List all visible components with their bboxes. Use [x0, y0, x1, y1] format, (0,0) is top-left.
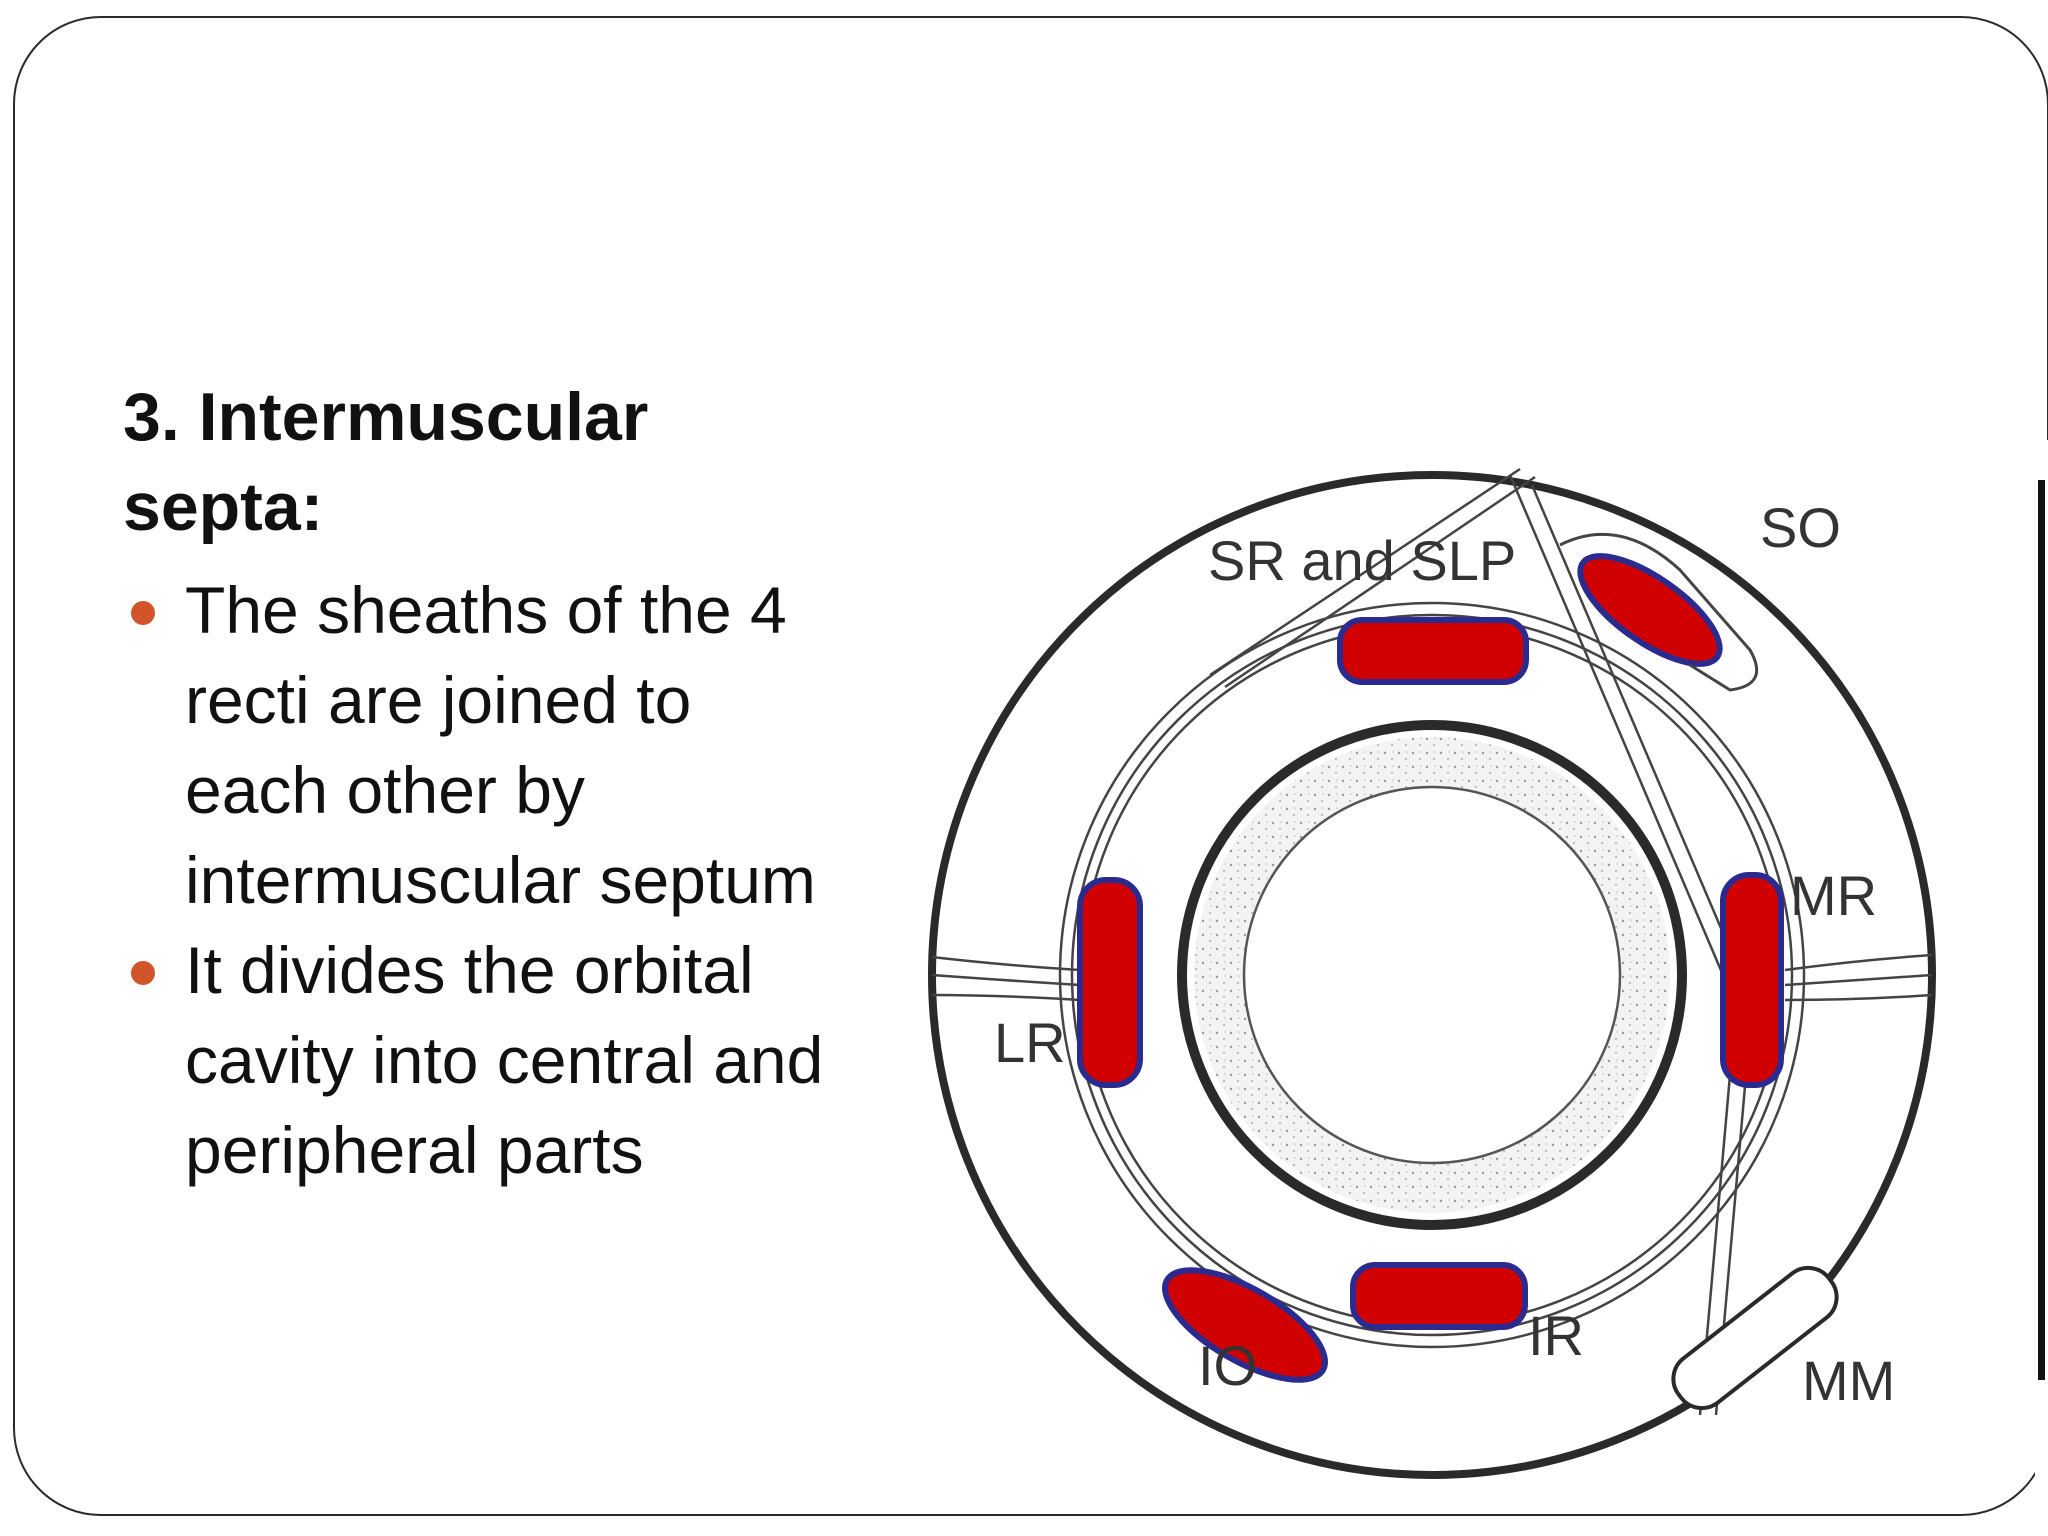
- bullet-dot-icon: [131, 601, 155, 625]
- label-ir: IR: [1528, 1304, 1584, 1367]
- muscle-io: [1162, 1267, 1328, 1383]
- label-lr: LR: [994, 1011, 1066, 1074]
- label-mr: MR: [1790, 864, 1877, 927]
- orbit-diagram-svg: SR and SLP SO MR LR IO IR MM: [928, 467, 1936, 1479]
- muscles: [1077, 553, 1784, 1383]
- orbit-diagram: SR and SLP SO MR LR IO IR MM: [920, 455, 1940, 1495]
- bullet-item: It divides the orbital cavity into centr…: [123, 925, 843, 1195]
- slide-heading: 3. Intermuscular septa:: [123, 379, 649, 545]
- globe-inner: [1242, 785, 1622, 1165]
- so-sheath: [1559, 532, 1759, 692]
- slide-edge-bar: [2038, 480, 2045, 1380]
- muscle-so: [1577, 553, 1723, 667]
- bullet-item: The sheaths of the 4 recti are joined to…: [123, 565, 843, 925]
- bullet-dot-icon: [131, 961, 155, 985]
- label-mm: MM: [1802, 1349, 1895, 1412]
- muscle-mm: [1671, 1265, 1839, 1411]
- bullet-text: The sheaths of the 4 recti are joined to…: [185, 573, 816, 917]
- muscle-ir: [1350, 1262, 1528, 1330]
- muscle-sr: [1337, 617, 1529, 685]
- muscle-lr: [1077, 877, 1143, 1088]
- label-sr-slp: SR and SLP: [1208, 529, 1516, 592]
- label-so: SO: [1760, 496, 1841, 559]
- bullet-list: The sheaths of the 4 recti are joined to…: [123, 565, 843, 1195]
- label-io: IO: [1198, 1334, 1257, 1397]
- muscle-mr: [1720, 872, 1784, 1088]
- bullet-text: It divides the orbital cavity into centr…: [185, 933, 824, 1187]
